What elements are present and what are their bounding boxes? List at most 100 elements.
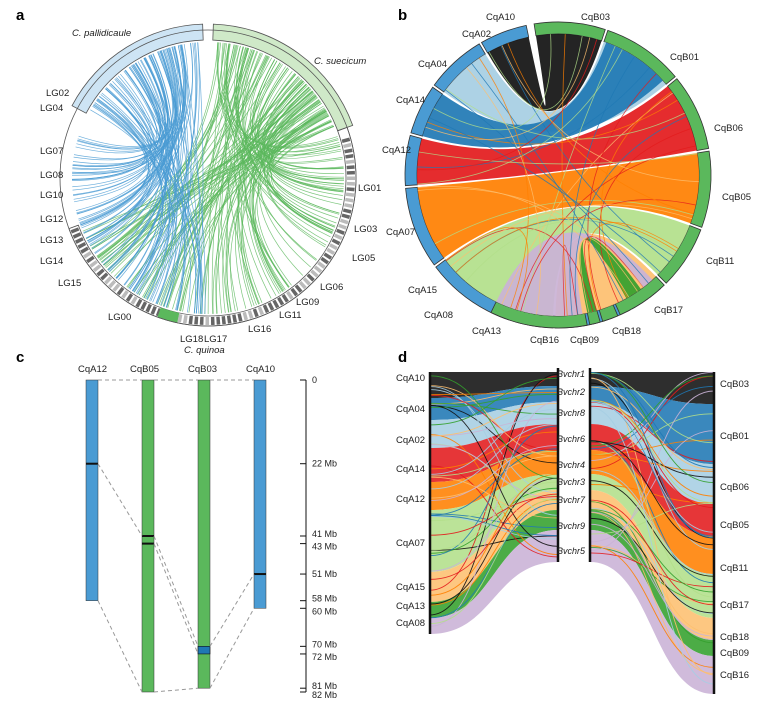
- label-cqa02: CqA02: [462, 29, 491, 40]
- crossing-link: [429, 392, 559, 396]
- lg-marker: [74, 237, 84, 244]
- suecicum-link: [251, 59, 340, 153]
- lg-marker: [242, 311, 249, 321]
- suecicum-link: [138, 120, 332, 296]
- lg-marker: [232, 314, 238, 323]
- lg-marker: [100, 272, 109, 281]
- crossing-link: [429, 375, 559, 591]
- pallidicaule-link: [96, 100, 164, 292]
- lg-marker: [257, 306, 265, 316]
- synteny-band-left: [430, 372, 558, 398]
- lg-marker: [345, 153, 354, 159]
- crossing-link: [589, 377, 715, 551]
- lg-marker: [333, 233, 343, 241]
- suecicum-link: [267, 94, 344, 190]
- crossing-link: [589, 469, 715, 575]
- lg-marker: [116, 286, 125, 296]
- crossing-link: [589, 440, 715, 546]
- label-cqa14: CqA14: [396, 95, 425, 106]
- label-cqb03: CqB03: [720, 379, 749, 390]
- suecicum-link: [217, 48, 252, 314]
- label-bvchr5: Bvchr5: [557, 546, 586, 556]
- pallidicaule-link: [117, 64, 168, 281]
- breakpoint-mark: [142, 542, 154, 545]
- lg-marker: [135, 298, 143, 308]
- crossing-link: [429, 386, 559, 516]
- pallidicaule-link: [76, 57, 166, 152]
- crossing-link: [589, 523, 715, 637]
- crossing-link: [429, 423, 559, 490]
- crossing-link: [429, 478, 559, 572]
- label-cqa14: CqA14: [396, 464, 425, 475]
- panel-b-circos: CqA10CqA02CqA04CqA14CqA12CqA07CqA15CqA08…: [382, 12, 751, 346]
- lg-label-lg14: LG14: [40, 256, 63, 267]
- pallidicaule-link: [131, 42, 198, 292]
- crossing-link: [589, 441, 715, 478]
- label-bvchr1: Bvchr1: [557, 369, 585, 379]
- lg-label-lg08: LG08: [40, 170, 63, 181]
- homology-connector: [153, 543, 199, 655]
- lg-marker: [344, 148, 353, 154]
- crossing-link: [429, 393, 559, 408]
- crossing-link: [589, 390, 715, 552]
- suecicum-link: [266, 90, 343, 201]
- panel-d-letter: d: [398, 349, 407, 366]
- suecicum-link: [97, 53, 263, 259]
- pallidicaule-link: [107, 66, 165, 271]
- label-cqb11: CqB11: [720, 563, 748, 574]
- pallidicaule-link: [72, 50, 173, 191]
- lg-marker: [336, 228, 345, 235]
- homology-connector: [153, 535, 199, 647]
- lg-label-lg11: LG11: [279, 310, 302, 321]
- lg-marker: [346, 176, 355, 181]
- minor-link: [417, 186, 630, 298]
- suecicum-link: [254, 125, 334, 292]
- label-bvchr3: Bvchr3: [557, 477, 585, 487]
- lg-label-lg10: LG10: [40, 190, 63, 201]
- crossing-link: [589, 372, 715, 484]
- pallidicaule-link: [72, 109, 146, 175]
- minor-link: [425, 37, 591, 140]
- lg-marker: [302, 277, 311, 286]
- suecicum-link: [226, 43, 339, 149]
- scale-label: 70 Mb: [312, 639, 337, 649]
- lg-marker: [286, 291, 294, 300]
- minor-link: [584, 236, 644, 311]
- pallidicaule-link: [105, 88, 171, 300]
- pallidicaule-link: [94, 49, 177, 254]
- lg-marker: [342, 208, 352, 214]
- lg-marker: [205, 316, 210, 325]
- crossing-link: [589, 454, 715, 472]
- label-cqb06: CqB06: [720, 482, 749, 493]
- label-cqa12: CqA12: [396, 494, 425, 505]
- label-bvchr7: Bvchr7: [557, 495, 586, 505]
- lg-marker: [346, 187, 355, 192]
- scale-label: 41 Mb: [312, 529, 337, 539]
- suecicum-link: [241, 115, 330, 307]
- crossing-link: [589, 371, 715, 539]
- label-cqa10: CqA10: [486, 12, 515, 23]
- lg-marker: [121, 290, 129, 299]
- label-cqa07: CqA07: [396, 538, 425, 549]
- panel-a-letter: a: [16, 7, 25, 24]
- minor-link: [455, 217, 677, 273]
- lg-label-lg03: LG03: [354, 224, 377, 235]
- crossing-link: [589, 501, 715, 644]
- panel-d-synteny: CqA10CqA04CqA02CqA14CqA12CqA07CqA15CqA13…: [396, 368, 749, 694]
- minor-link: [433, 34, 552, 131]
- synteny-band-left: [430, 530, 558, 634]
- breakpoint-mark: [86, 462, 98, 465]
- lg-marker: [323, 252, 333, 260]
- lg-marker: [267, 302, 275, 311]
- label-cqb09: CqB09: [720, 648, 749, 659]
- lg-marker: [70, 227, 80, 234]
- minor-link: [434, 199, 694, 245]
- lg-marker: [329, 243, 338, 251]
- label-bvchr8: Bvchr8: [557, 408, 585, 418]
- lg-marker: [320, 256, 330, 265]
- minor-link: [417, 39, 598, 171]
- suecicum-link: [207, 42, 225, 315]
- lg-label-lg15: LG15: [58, 278, 81, 289]
- chromosome-cqa12: [85, 379, 99, 601]
